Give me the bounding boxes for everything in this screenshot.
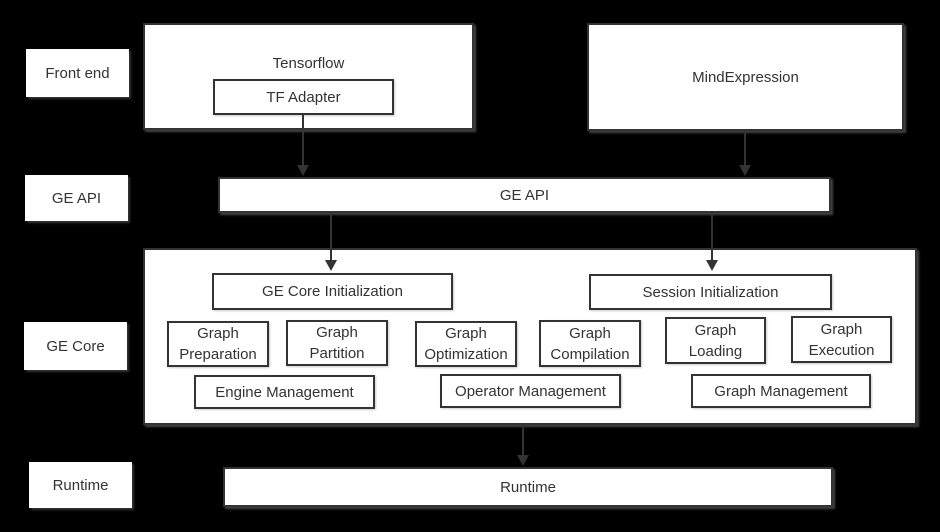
mindexpression-box: MindExpression — [587, 23, 904, 131]
ge-core-container: GE Core Initialization Session Initializ… — [143, 248, 917, 425]
tensorflow-label: Tensorflow — [272, 55, 345, 72]
arrow-mindexpression-to-ge-api — [739, 131, 751, 176]
operator-management-box: Operator Management — [440, 374, 621, 408]
arrow-tf-adapter-to-ge-api — [297, 115, 309, 176]
arrow-line — [522, 425, 524, 457]
arrow-head-icon — [739, 165, 751, 176]
layer-label-front-end: Front end — [26, 49, 129, 97]
arrow-line — [330, 213, 332, 262]
ge-core-initialization-box: GE Core Initialization — [212, 273, 453, 310]
graph-management-box: Graph Management — [691, 374, 871, 408]
module-graph-partition: Graph Partition — [286, 320, 388, 366]
layer-label-ge-api: GE API — [25, 175, 128, 221]
ge-api-bar: GE API — [218, 177, 831, 213]
arrow-ge-api-to-session-initialization — [706, 213, 718, 271]
tensorflow-box: Tensorflow TF Adapter — [143, 23, 474, 130]
layer-label-runtime: Runtime — [29, 462, 132, 508]
arrow-line — [302, 115, 304, 167]
session-initialization-box: Session Initialization — [589, 274, 832, 310]
arrow-line — [744, 131, 746, 167]
engine-management-box: Engine Management — [194, 375, 375, 409]
arrow-ge-core-to-runtime — [517, 425, 529, 466]
arrow-ge-api-to-ge-core-initialization — [325, 213, 337, 271]
arrow-head-icon — [706, 260, 718, 271]
module-graph-preparation: Graph Preparation — [167, 321, 269, 367]
module-graph-execution: Graph Execution — [791, 316, 892, 363]
arrow-line — [711, 213, 713, 262]
layer-label-ge-core: GE Core — [24, 322, 127, 370]
runtime-bar: Runtime — [223, 467, 833, 507]
arrow-head-icon — [517, 455, 529, 466]
module-graph-optimization: Graph Optimization — [415, 321, 517, 367]
module-graph-loading: Graph Loading — [665, 317, 766, 364]
tf-adapter-box: TF Adapter — [213, 79, 394, 115]
arrow-head-icon — [297, 165, 309, 176]
module-graph-compilation: Graph Compilation — [539, 320, 641, 367]
arrow-head-icon — [325, 260, 337, 271]
